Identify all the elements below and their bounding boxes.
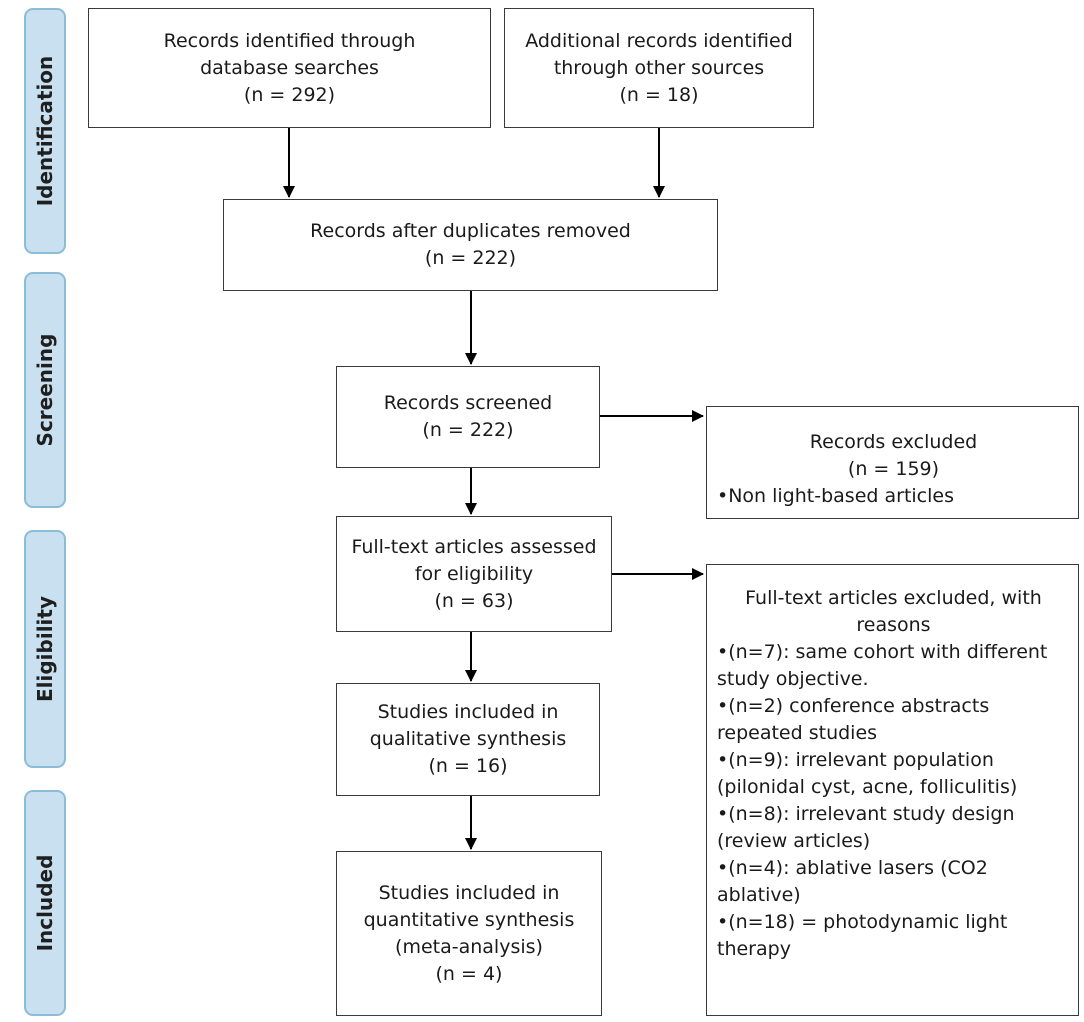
fulltext-excluded-reason-line: •(n=18) = photodynamic light (717, 911, 1008, 933)
fulltext-excluded-reason-line: (pilonidal cyst, acne, folliculitis) (717, 776, 1018, 798)
quantitative-count: (n = 4) (435, 962, 503, 985)
fulltext-excluded-reason-line: repeated studies (717, 722, 878, 744)
records-database-count: (n = 292) (243, 83, 336, 106)
quantitative-line-1: Studies included in (378, 881, 560, 904)
records-excluded-heading: Records excluded (809, 431, 978, 453)
duplicates-removed-count: (n = 222) (424, 247, 517, 269)
fulltext-assessed-count: (n = 63) (434, 589, 514, 612)
records-database-line-1: Records identified through (163, 29, 416, 52)
duplicates-removed-line-1: Records after duplicates removed (310, 220, 631, 242)
phase-screening: Screening (24, 272, 66, 508)
records-screened-count: (n = 222) (422, 419, 514, 441)
fulltext-assessed-line-2: for eligibility (414, 562, 534, 585)
records-database-line-2: database searches (200, 56, 379, 79)
records-database-box: Records identified through database sear… (88, 8, 491, 128)
records-other-sources-box: Additional records identified through ot… (504, 8, 814, 128)
phase-eligibility: Eligibility (24, 530, 66, 768)
records-excluded-count: (n = 159) (847, 458, 940, 480)
records-other-count: (n = 18) (619, 83, 699, 106)
duplicates-removed-box: Records after duplicates removed (n = 22… (223, 199, 718, 291)
fulltext-excluded-reason-line: •(n=4): ablative lasers (CO2 (717, 857, 988, 879)
quantitative-synthesis-box: Studies included in quantitative synthes… (336, 851, 602, 1016)
records-other-line-2: through other sources (553, 56, 765, 79)
fulltext-excluded-heading-2: reasons (856, 614, 931, 636)
qualitative-line-2: qualitative synthesis (369, 728, 567, 750)
records-excluded-box: Records excluded (n = 159) •Non light-ba… (706, 406, 1079, 519)
fulltext-excluded-reason-line: •(n=9): irrelevant population (717, 749, 994, 771)
fulltext-excluded-reason-line: therapy (717, 938, 791, 960)
fulltext-excluded-reason-line: •(n=8): irrelevant study design (717, 803, 1015, 825)
fulltext-excluded-reason-line: ablative) (717, 884, 801, 906)
quantitative-line-2: quantitative synthesis (363, 908, 575, 931)
records-other-line-1: Additional records identified (525, 29, 793, 52)
fulltext-assessed-line-1: Full-text articles assessed (351, 535, 597, 558)
fulltext-excluded-heading-1: Full-text articles excluded, with (745, 587, 1042, 609)
fulltext-excluded-box: Full-text articles excluded, with reason… (706, 564, 1079, 1016)
fulltext-excluded-reason-line: study objective. (717, 668, 869, 690)
fulltext-assessed-box: Full-text articles assessed for eligibil… (336, 516, 612, 632)
phase-identification-label: Identification (33, 55, 57, 207)
qualitative-synthesis-box: Studies included in qualitative synthesi… (336, 683, 600, 796)
qualitative-count: (n = 16) (428, 755, 508, 777)
phase-identification: Identification (24, 8, 66, 254)
phase-included: Included (24, 790, 66, 1016)
fulltext-excluded-reason-line: (review articles) (717, 830, 871, 852)
records-excluded-reason: •Non light-based articles (717, 485, 954, 507)
records-screened-box: Records screened (n = 222) (336, 366, 600, 468)
phase-screening-label: Screening (33, 333, 57, 447)
records-screened-line-1: Records screened (383, 392, 553, 414)
fulltext-excluded-reason-line: •(n=2) conference abstracts (717, 695, 990, 717)
quantitative-line-3: (meta-analysis) (395, 935, 543, 958)
qualitative-line-1: Studies included in (377, 701, 559, 723)
phase-included-label: Included (33, 854, 57, 952)
phase-eligibility-label: Eligibility (33, 595, 57, 703)
fulltext-excluded-reason-line: •(n=7): same cohort with different (717, 641, 1048, 663)
